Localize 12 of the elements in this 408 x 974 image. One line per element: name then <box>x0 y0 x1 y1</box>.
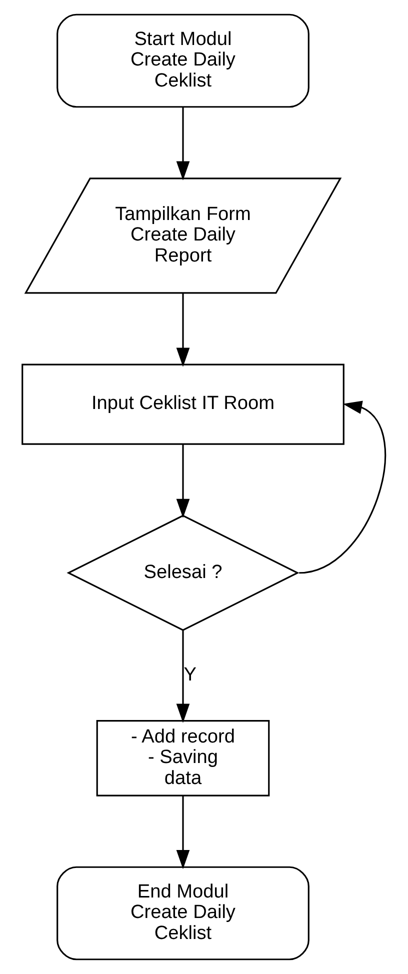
node-diamond: Selesai ? <box>66 514 300 632</box>
node-box: - Add record - Saving data <box>96 720 270 796</box>
node-box: Start Modul Create Daily Ceklist <box>56 14 310 108</box>
node-box: End Modul Create Daily Ceklist <box>56 866 310 960</box>
arrow <box>176 293 190 367</box>
arrow <box>176 796 190 870</box>
arrow <box>298 400 386 574</box>
arrow <box>176 444 190 518</box>
node-box: Input Ceklist IT Room <box>22 364 344 445</box>
edge-label: Y <box>184 664 197 686</box>
arrow <box>176 630 190 723</box>
arrow <box>176 107 190 180</box>
